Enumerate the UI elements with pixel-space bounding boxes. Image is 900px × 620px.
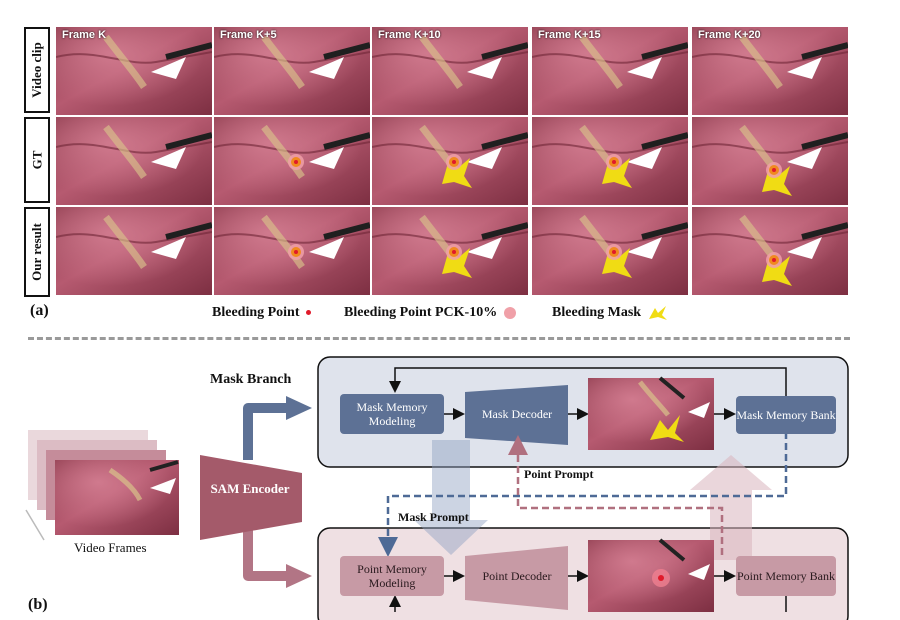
sam-encoder-shape [200, 455, 302, 540]
frame-cell: Frame K+5 [214, 27, 370, 115]
frame-image [532, 117, 688, 205]
frame-image [56, 207, 212, 295]
mask-memory-modeling-label: Mask Memory Modeling [356, 400, 428, 428]
frame-cell: Frame K+15 [532, 27, 688, 115]
frame-cell [372, 117, 528, 205]
mask-output-image [588, 376, 714, 450]
mask-prompt-dashed [378, 432, 788, 557]
point-to-mask-faint-arrow [690, 455, 772, 560]
red-dot-icon [306, 310, 312, 316]
frame-image [214, 117, 370, 205]
legend-bleeding-point: Bleeding Point [212, 305, 312, 321]
panel-a-label: (a) [30, 302, 49, 319]
frame-cell: Frame K+20 [692, 27, 848, 115]
legend-pck: Bleeding Point PCK-10% [344, 305, 516, 321]
video-frames-label: Video Frames [74, 540, 147, 555]
panel-b-label: (b) [28, 596, 48, 613]
frame-cell [372, 207, 528, 295]
sam-encoder-label: SAM Encoder [202, 482, 298, 496]
point-memory-modeling-node: Point Memory Modeling [340, 556, 444, 596]
point-output-image [588, 538, 714, 612]
row-label-text: Video clip [29, 42, 44, 98]
mask-memory-bank-label: Mask Memory Bank [736, 408, 836, 422]
mask-memory-bank-node: Mask Memory Bank [736, 396, 836, 434]
video-frame-thumbnail [55, 460, 179, 535]
encoder-to-mask-arrow [243, 403, 290, 460]
frame-image [692, 117, 848, 205]
pink-circle-icon [503, 306, 516, 319]
frame-image [372, 207, 528, 295]
legend-mask: Bleeding Mask [552, 305, 669, 321]
encoder-to-point-arrow [243, 525, 290, 581]
point-decoder-label: Point Decoder [482, 569, 552, 583]
frame-image [692, 207, 848, 295]
frame-image [214, 27, 370, 115]
point-memory-bank-node: Point Memory Bank [736, 556, 836, 596]
point-memory-modeling-label: Point Memory Modeling [357, 562, 427, 590]
frame-image [56, 117, 212, 205]
frame-title: Frame K [62, 29, 107, 41]
legend-bleeding-point-text: Bleeding Point [212, 305, 300, 320]
point-prompt-label: Point Prompt [524, 467, 594, 481]
frame-title: Frame K+10 [378, 29, 441, 41]
mask-prompt-label: Mask Prompt [398, 510, 469, 524]
frame-cell [214, 117, 370, 205]
mask-memory-modeling-node: Mask Memory Modeling [340, 394, 444, 434]
panel-separator [28, 337, 850, 340]
frame-image [372, 117, 528, 205]
sam-encoder-text: SAM Encoder [210, 481, 290, 496]
frame-image [532, 27, 688, 115]
frame-cell: Frame K [56, 27, 212, 115]
point-memory-bank-label: Point Memory Bank [737, 569, 835, 583]
mask-to-point-faint-arrow [414, 440, 488, 555]
frame-cell: Frame K+10 [372, 27, 528, 115]
frame-image [692, 27, 848, 115]
frame-cell [56, 207, 212, 295]
mask-decoder-label: Mask Decoder [481, 407, 553, 421]
frame-image [532, 207, 688, 295]
mask-branch-title: Mask Branch [210, 372, 292, 387]
yellow-mask-icon [648, 306, 667, 320]
point-prompt-dashed [508, 435, 724, 555]
frame-image [214, 207, 370, 295]
frame-image [56, 27, 212, 115]
frame-title: Frame K+5 [220, 29, 277, 41]
row-label-text: GT [28, 150, 44, 170]
frame-cell [692, 117, 848, 205]
legend-mask-text: Bleeding Mask [552, 305, 642, 321]
frame-image [372, 27, 528, 115]
frame-cell [56, 117, 212, 205]
row-label-gt: GT [24, 117, 50, 203]
frame-cell [532, 117, 688, 205]
frame-cell [692, 207, 848, 295]
frame-title: Frame K+15 [538, 29, 601, 41]
frame-cell [214, 207, 370, 295]
frame-title: Frame K+20 [698, 29, 761, 41]
row-label-text: Our result [29, 223, 45, 281]
row-label-video-clip: Video clip [24, 27, 50, 113]
frame-cell [532, 207, 688, 295]
row-label-our-result: Our result [24, 207, 50, 297]
legend-pck-text: Bleeding Point PCK-10% [344, 305, 498, 320]
